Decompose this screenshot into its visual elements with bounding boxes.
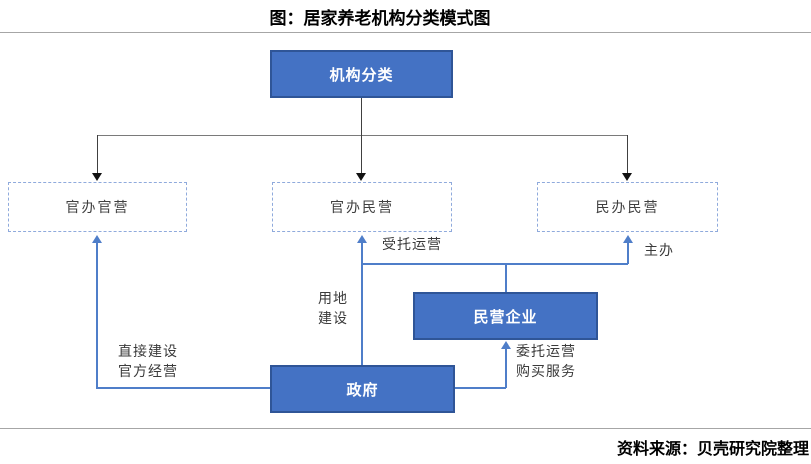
node-gov-run-private-operated: 官办民营	[272, 182, 452, 232]
edge-enterprise-to-privateprivate	[627, 243, 629, 264]
edge-enterprise-horizontal	[362, 263, 628, 265]
edge-gov-to-govprivate-vertical	[361, 243, 363, 365]
arrow-up-icon	[92, 235, 102, 243]
edge-label-direct-build-official-operate: 直接建设 官方经营	[118, 344, 178, 380]
node-institution-classification: 机构分类	[270, 50, 453, 98]
connector-top-horizontal	[97, 135, 628, 136]
node-label: 官办官营	[65, 200, 130, 216]
node-label: 民办民营	[595, 200, 660, 216]
arrow-down-icon	[356, 173, 366, 181]
edge-gov-to-govgov-vertical	[96, 243, 98, 388]
connector-drop-middle	[361, 135, 362, 174]
node-gov-run-gov-operated: 官办官营	[8, 182, 187, 232]
connector-drop-right	[627, 135, 628, 174]
node-label: 机构分类	[329, 65, 394, 84]
node-government: 政府	[270, 365, 455, 413]
node-label: 民营企业	[473, 307, 538, 326]
arrow-up-icon	[623, 235, 633, 243]
figure-title: 图：居家养老机构分类模式图	[269, 9, 491, 29]
edge-gov-to-govgov-horizontal	[96, 387, 270, 389]
source-divider-line	[0, 428, 811, 429]
edge-gov-to-enterprise-vertical	[505, 349, 507, 388]
arrow-up-icon	[501, 341, 511, 349]
node-label: 政府	[346, 380, 379, 399]
connector-root-stem	[361, 98, 362, 135]
connector-drop-left	[97, 135, 98, 174]
edge-label-entrusted-operation: 受托运营	[382, 237, 442, 253]
edge-label-host: 主办	[644, 243, 674, 259]
arrow-down-icon	[92, 173, 102, 181]
arrow-down-icon	[622, 173, 632, 181]
edge-label-commission-operate-purchase: 委托运营 购买服务	[516, 344, 576, 380]
source-note: 资料来源：贝壳研究院整理	[616, 439, 809, 458]
node-private-run-private-operated: 民办民营	[537, 182, 718, 232]
title-divider-line	[0, 32, 811, 33]
edge-enterprise-stem	[505, 263, 507, 292]
arrow-up-icon	[357, 235, 367, 243]
edge-gov-to-enterprise-horizontal	[455, 387, 506, 389]
node-label: 官办民营	[330, 200, 394, 216]
node-private-enterprise: 民营企业	[413, 292, 598, 340]
edge-label-land-construction: 用地 建设	[318, 291, 348, 327]
